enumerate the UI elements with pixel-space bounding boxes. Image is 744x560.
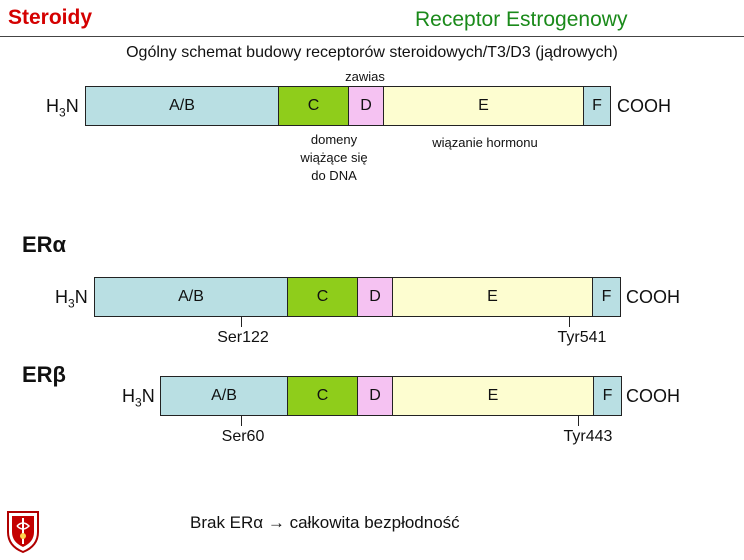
er-beta-site-tick-tyr (578, 416, 579, 426)
er-beta-site-tick-ser (241, 416, 242, 426)
er-beta-domain-c: C (288, 376, 358, 416)
university-seal-logo (4, 506, 42, 554)
er-beta-domain-f: F (594, 376, 622, 416)
er-beta-bar: A/B C D E F (160, 376, 622, 416)
domain-e: E (384, 86, 584, 126)
er-alpha-domain-f: F (593, 277, 621, 317)
scheme-title: Ogólny schemat budowy receptorów steroid… (126, 44, 618, 61)
er-alpha-label: ERα (22, 232, 67, 257)
er-alpha-site-tyr: Tyr541 (557, 329, 607, 346)
er-beta-domain-ab: A/B (160, 376, 288, 416)
slide-title: Receptor Estrogenowy (415, 8, 628, 31)
n-terminus: H3N (46, 96, 79, 120)
er-alpha-site-ser: Ser122 (217, 329, 269, 346)
er-beta-label: ERβ (22, 362, 66, 387)
er-alpha-bar: A/B C D E F (94, 277, 621, 317)
hormone-binding-label: wiązanie hormonu (432, 135, 538, 150)
domain-ab: A/B (85, 86, 279, 126)
header-divider (0, 36, 744, 37)
er-alpha-domain-e: E (393, 277, 593, 317)
er-alpha-site-tick-tyr (569, 317, 570, 327)
er-alpha-domain-c: C (288, 277, 358, 317)
er-beta-site-tyr: Tyr443 (563, 428, 613, 445)
er-beta-domain-e: E (393, 376, 594, 416)
domain-f: F (584, 86, 611, 126)
c-terminus: COOH (617, 96, 671, 116)
er-alpha-site-tick-ser (241, 317, 242, 327)
dna-binding-label: domeny wiążące się do DNA (300, 132, 368, 183)
brand-title: Steroidy (8, 6, 93, 29)
domain-d: D (349, 86, 384, 126)
domain-c: C (279, 86, 349, 126)
er-beta-n-terminus: H3N (122, 386, 155, 410)
er-alpha-c-terminus: COOH (626, 287, 680, 307)
er-alpha-n-terminus: H3N (55, 287, 88, 311)
hinge-label: zawias (345, 69, 385, 84)
er-alpha-domain-d: D (358, 277, 393, 317)
er-beta-c-terminus: COOH (626, 386, 680, 406)
er-beta-domain-d: D (358, 376, 393, 416)
footer-note: Brak ERα → całkowita bezpłodność (190, 513, 460, 532)
er-beta-site-ser: Ser60 (221, 428, 265, 445)
er-alpha-domain-ab: A/B (94, 277, 288, 317)
general-receptor-bar: A/B C D E F (85, 86, 611, 126)
